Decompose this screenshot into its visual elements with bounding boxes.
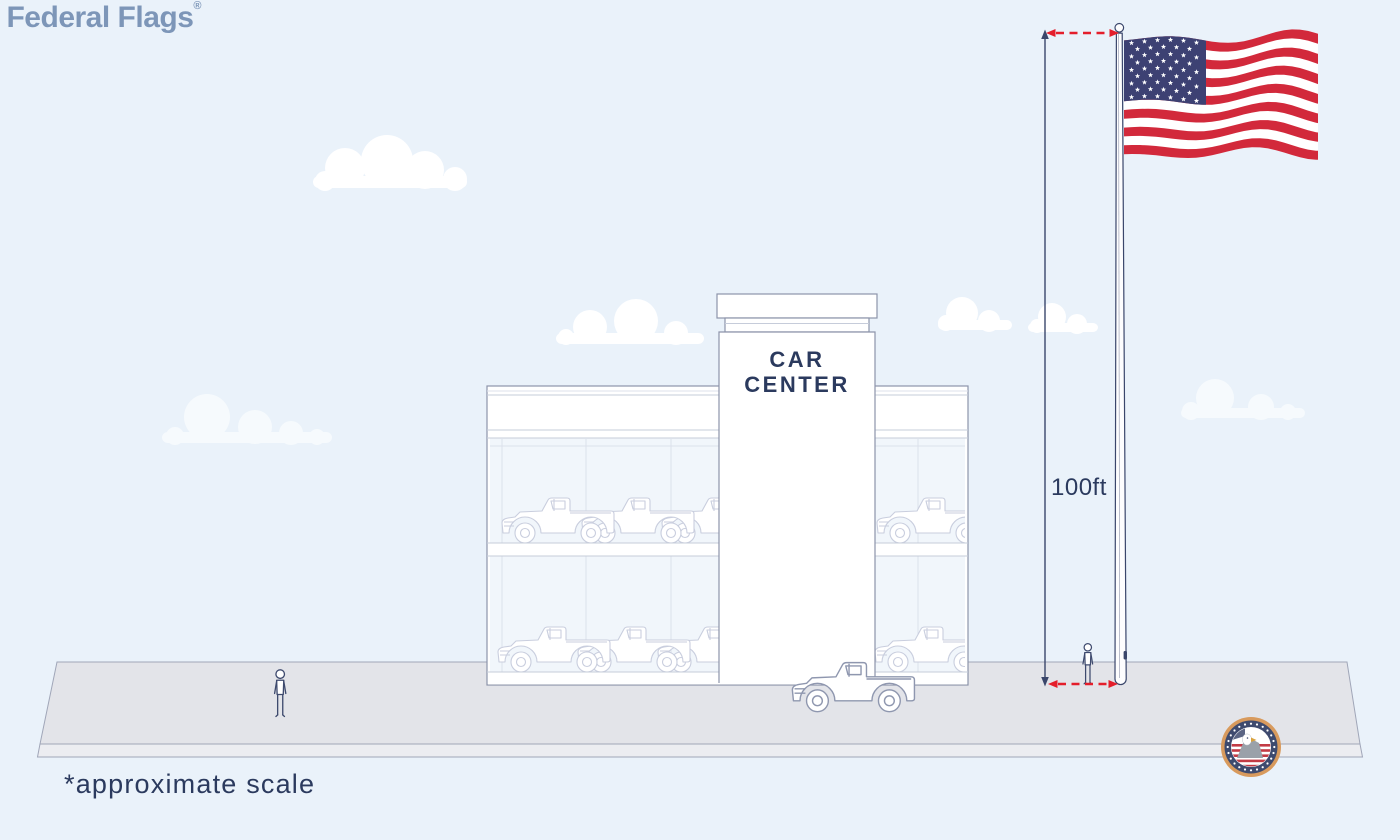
cloud-icon [1028,303,1098,334]
pole-height-label: 100ft [1051,474,1107,501]
us-flag-icon [1124,29,1318,160]
federal-flags-seal-icon [1221,717,1281,777]
flagpole-icon [1114,22,1127,686]
ball-finial-icon [1114,22,1125,33]
ground-slab [36,661,1364,758]
red-dashed-arrow-icon [1046,29,1119,37]
federal-flags-wordmark: Federal Flags® [0,0,208,35]
approximate-scale-note: *approximate scale [64,769,316,799]
cloud-icon [556,299,704,345]
cloud-icon [938,297,1012,332]
sign-tower [716,293,878,683]
car-center-sign: CAR CENTER [719,347,875,397]
registered-mark: ® [193,0,202,12]
height-measure-line-icon [1041,29,1049,687]
cloud-icon [313,135,467,191]
cloud-icon [1181,379,1305,420]
red-dashed-arrow-icon [1048,680,1118,688]
sign-line-2: CENTER [744,372,850,397]
sign-line-1: CAR [769,347,825,372]
cloud-icon [162,394,332,445]
brand-name: Federal Flags [6,1,194,34]
cleat-icon [1123,651,1127,660]
